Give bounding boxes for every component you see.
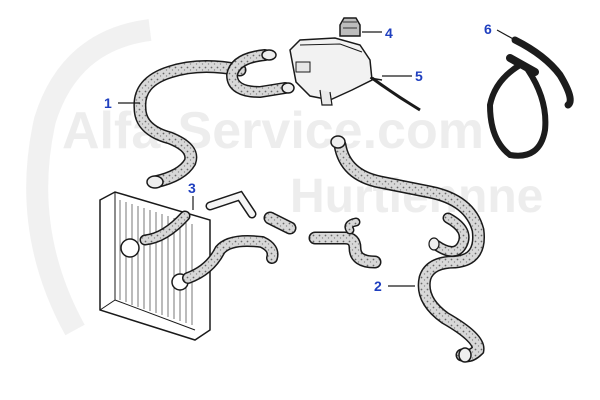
hose-1 (133, 59, 247, 189)
hose-3 (139, 190, 257, 246)
hose-tank-overflow (371, 76, 421, 112)
bleed-hose (486, 36, 574, 159)
callout-1: 1 (104, 95, 112, 111)
hose-tank-right (330, 135, 485, 363)
callout-3: 3 (188, 180, 196, 196)
callout-5: 5 (415, 68, 423, 84)
elbow-hose (308, 217, 382, 269)
watermark-line1: Alfa-Service.com (62, 102, 484, 160)
callout-2: 2 (374, 278, 382, 294)
watermark: Alfa-Service.com Hurtiennne (26, 19, 543, 336)
callout-4: 4 (385, 25, 393, 41)
callout-6: 6 (484, 21, 492, 37)
radiator (99, 191, 211, 341)
watermark-line2: Hurtiennne (290, 170, 543, 223)
coupling-hose (263, 211, 297, 235)
expansion-tank-cap (339, 17, 361, 37)
callout-leaders (118, 29, 516, 287)
hose-radiator-lower (182, 235, 279, 284)
hose-2-branch (428, 212, 470, 257)
watermark-swoosh (26, 19, 152, 336)
expansion-tank (289, 37, 383, 106)
callouts: 1 2 3 4 5 6 (104, 21, 492, 294)
hose-tank-left (225, 49, 295, 99)
